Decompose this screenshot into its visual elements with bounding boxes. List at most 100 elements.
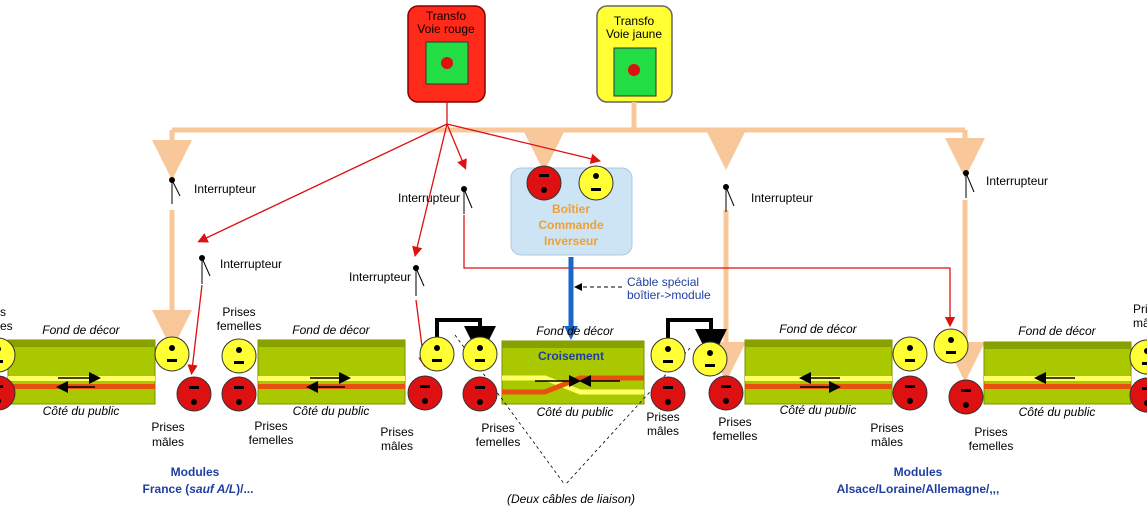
prises-males-4b: mâles [871,435,903,449]
prises-femelles-4b: femelles [713,429,758,443]
socket-pin-dot-19 [1144,400,1147,406]
prises-cut-left-b: es [0,319,13,333]
cote-du-public-2: Côté du public [293,404,370,418]
socket-pin-bar-7 [432,359,442,362]
prises-femelles-1a: Prises [222,305,255,319]
fond-de-decor-1: Fond de décor [42,323,120,337]
red-socket-17 [948,379,984,415]
transfo-jaune-label2: Voie jaune [606,27,662,41]
modules-france-subtitle: France (sauf A/L)/... [143,482,254,496]
socket-pin-dot-1 [0,398,1,404]
interrupteur-label-6: Interrupteur [986,174,1048,188]
liaison-cables [435,318,727,361]
red-socket-3 [176,376,212,412]
socket-pin-bar-9 [475,359,485,362]
cote-du-public-5: Côté du public [1019,405,1096,419]
yellow-socket-10 [650,337,686,373]
prises [0,328,1147,415]
prises-cut-right-b: mâ [1133,316,1147,330]
socket-pin-dot-2 [169,345,175,351]
socket-pin-bar-16 [946,351,956,354]
socket-pin-dot-4 [236,347,242,353]
prises-males-1b: mâles [152,435,184,449]
socket-pin-bar-17 [961,389,971,392]
transfo-voie-rouge: Transfo Voie rouge [407,5,486,103]
socket-pin-dot-14 [907,345,913,351]
interrupteur-label-2: Interrupteur [220,257,282,271]
socket-pin-dot-11 [665,399,671,405]
prises-femelles-4a: Prises [718,415,751,429]
socket-pin-bar-5 [234,386,244,389]
red-socket-5 [221,376,257,412]
transfo-rouge-label2: Voie rouge [417,22,475,36]
yellow-socket-0 [0,337,16,373]
socket-pin-dot-8 [477,399,483,405]
interrupteur-label-5: Interrupteur [751,191,813,205]
fond-de-decor-5: Fond de décor [1018,324,1096,338]
prises-femelles-1b: femelles [217,319,262,333]
boitier-label3: Inverseur [544,234,598,248]
socket-pin-bar-18 [1142,362,1147,365]
deux-cables-label: (Deux câbles de liaison) [507,492,635,506]
yellow-socket-14 [892,336,928,372]
modules-alsace-subtitle: Alsace/Loraine/Allemagne/,,, [837,482,1000,496]
cable-special-label2: boîtier->module [627,288,711,302]
prises-femelles-3a: Prises [481,421,514,435]
prises-males-2b: mâles [381,439,413,453]
red-socket-19 [1129,377,1147,413]
red-socket-15 [892,375,928,411]
yellow-socket-7 [419,336,455,372]
fond-de-decor-3: Fond de décor [536,324,614,338]
prises-cut-left-a: s [0,305,6,319]
prises-femelles-3b: femelles [476,435,521,449]
boitier-label2: Commande [538,218,604,232]
yellow-socket-18 [1129,339,1147,375]
socket-pin-dot-16 [948,337,954,343]
prises-males-3a: Prises [646,410,679,424]
socket-pin-bar-15 [905,385,915,388]
module-4 [983,341,1132,405]
socket-pin-dot-5 [236,399,242,405]
interrupteur-label-4: Interrupteur [398,191,460,205]
transfo-rouge-label1: Transfo [426,9,467,23]
fond-de-decor-2: Fond de décor [292,323,370,337]
transfo-voie-jaune: Transfo Voie jaune [596,5,673,103]
switches [169,170,975,296]
socket-pin-dot-10 [665,346,671,352]
boitier-commande-inverseur: Boîtier Commande Inverseur [510,165,633,256]
prises-cut-right-a: Pris [1133,302,1147,316]
socket-pin-bar-19 [1142,387,1147,390]
socket-pin-dot-3 [191,399,197,405]
socket-pin-bar-10 [663,360,673,363]
socket-pin-bar-13 [721,385,731,388]
red-socket-1 [0,375,16,411]
socket-pin-bar-2 [167,359,177,362]
prises-males-4a: Prises [870,421,903,435]
yellow-socket-4 [221,338,257,374]
prises-males-3b: mâles [647,424,679,438]
socket-pin-bar-14 [905,359,915,362]
module-1 [7,339,156,405]
red-socket-6 [407,375,443,411]
modules-alsace-title: Modules [894,465,943,479]
boitier-label1: Boîtier [552,202,590,216]
socket-pin-bar-11 [663,386,673,389]
cote-du-public-3: Côté du public [537,405,614,419]
prises-males-1a: Prises [151,420,184,434]
socket-pin-bar-0 [0,360,3,363]
red-socket-11 [650,376,686,412]
yellow-socket-9 [462,336,498,372]
yellow-socket-2 [154,336,190,372]
socket-pin-bar-12 [705,364,715,367]
module-croisement [501,340,645,405]
socket-pin-dot-18 [1144,348,1147,354]
red-socket-13 [708,375,744,411]
fond-de-decor-4: Fond de décor [779,322,857,336]
cable-special-label1: Câble spécial [627,275,699,289]
yellow-socket-12 [692,341,728,377]
cote-du-public-4: Côté du public [780,403,857,417]
prises-femelles-2a: Prises [254,419,287,433]
socket-pin-bar-8 [475,386,485,389]
module-2 [257,339,406,405]
